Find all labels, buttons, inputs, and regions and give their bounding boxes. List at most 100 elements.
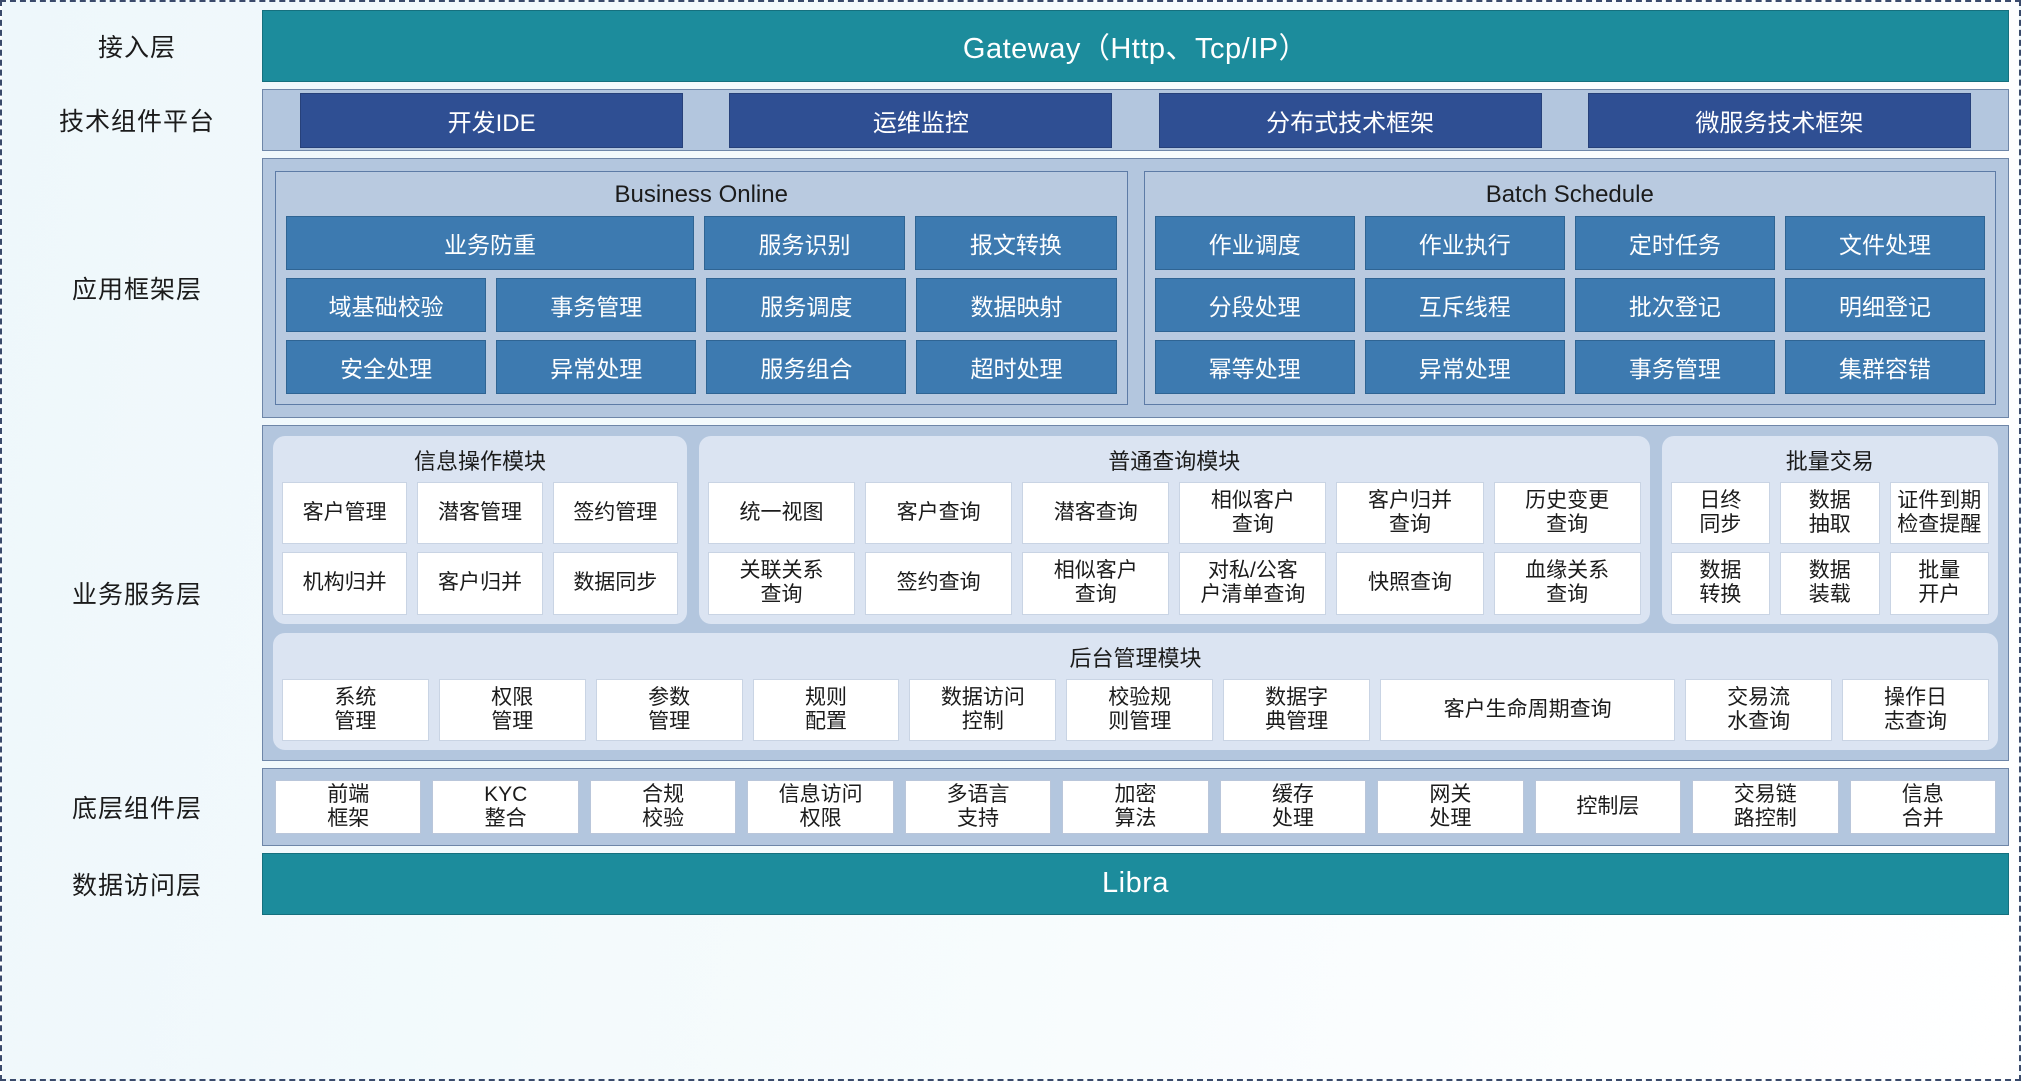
- bo-cell-domain-validation[interactable]: 域基础校验: [286, 278, 487, 332]
- admin-cell-operation-log-query[interactable]: 操作日 志查询: [1842, 678, 1989, 741]
- bs-cell-mutex-thread[interactable]: 互斥线程: [1364, 278, 1565, 332]
- base-cell-kyc-integration[interactable]: KYC 整合: [432, 779, 579, 834]
- info-row-2: 机构归并 客户归并 数据同步: [282, 552, 678, 615]
- base-cell-compliance-check[interactable]: 合规 校验: [589, 779, 737, 834]
- bs-row-1: 作业调度 作业执行 定时任务 文件处理: [1154, 216, 1985, 270]
- admin-cell-permission-mgmt[interactable]: 权限 管理: [438, 678, 586, 741]
- base-cell-encryption-algorithm[interactable]: 加密 算法: [1062, 779, 1209, 834]
- tech-chip-ops-monitor[interactable]: 运维监控: [729, 92, 1113, 148]
- bo-row-3: 安全处理 异常处理 服务组合 超时处理: [286, 340, 1117, 394]
- info-cell-data-sync[interactable]: 数据同步: [552, 552, 678, 615]
- query-cell-customer-query[interactable]: 客户查询: [865, 482, 1013, 545]
- module-info-operations: 信息操作模块 客户管理 潜客管理 签约管理 机构归并 客户归并: [273, 436, 687, 624]
- admin-cell-system-mgmt[interactable]: 系统 管理: [282, 678, 429, 741]
- batch-row-1: 日终 同步 数据 抽取 证件到期 检查提醒: [1670, 482, 1989, 545]
- bo-cell-message-transform[interactable]: 报文转换: [915, 216, 1117, 270]
- batch-cell-data-extract[interactable]: 数据 抽取: [1780, 482, 1880, 545]
- base-cell-info-access-permission[interactable]: 信息访问 权限: [747, 779, 894, 834]
- layer-app-framework: 应用框架层 Business Online 业务防重 服务识别 报文转换 域: [12, 158, 2009, 418]
- admin-cell-parameter-mgmt[interactable]: 参数 管理: [595, 678, 743, 741]
- query-row-1: 统一视图 客户查询 潜客查询 相似客户 查询 客户归并 查询 历史变更 查询: [708, 482, 1641, 545]
- info-cell-customer-merge[interactable]: 客户归并: [417, 552, 543, 615]
- query-cell-customer-merge-query[interactable]: 客户归并 查询: [1336, 482, 1484, 545]
- bo-cell-timeout[interactable]: 超时处理: [916, 340, 1117, 394]
- query-cell-similar-customer-query[interactable]: 相似客户 查询: [1179, 482, 1327, 545]
- bo-cell-transaction-mgmt[interactable]: 事务管理: [496, 278, 697, 332]
- batch-cell-data-load[interactable]: 数据 装载: [1780, 552, 1880, 615]
- bo-cell-dedup[interactable]: 业务防重: [286, 216, 694, 270]
- module-backend-admin: 后台管理模块 系统 管理 权限 管理 参数 管理 规则 配置 数据访问 控制 校…: [273, 632, 1998, 750]
- bs-cell-timed-task[interactable]: 定时任务: [1574, 216, 1775, 270]
- tech-chip-distributed-framework[interactable]: 分布式技术框架: [1158, 92, 1542, 148]
- bo-cell-service-composition[interactable]: 服务组合: [706, 340, 907, 394]
- business-service-band: 信息操作模块 客户管理 潜客管理 签约管理 机构归并 客户归并: [262, 425, 2009, 761]
- query-cell-snapshot-query[interactable]: 快照查询: [1336, 552, 1484, 615]
- query-cell-kinship-query[interactable]: 血缘关系 查询: [1493, 552, 1641, 615]
- base-cell-transaction-chain-control[interactable]: 交易链 路控制: [1692, 779, 1839, 834]
- layer-label-business-service: 业务服务层: [71, 580, 202, 609]
- bs-cell-segment-processing[interactable]: 分段处理: [1154, 278, 1355, 332]
- info-cell-contract-mgmt[interactable]: 签约管理: [552, 482, 678, 545]
- bs-cell-job-scheduling[interactable]: 作业调度: [1154, 216, 1355, 270]
- panel-title-batch-schedule: Batch Schedule: [1485, 181, 1654, 208]
- tech-chip-ide[interactable]: 开发IDE: [300, 92, 684, 148]
- bo-cell-service-recognition[interactable]: 服务识别: [703, 216, 906, 270]
- query-cell-history-change-query[interactable]: 历史变更 查询: [1493, 482, 1641, 545]
- bs-cell-transaction-mgmt[interactable]: 事务管理: [1574, 340, 1775, 394]
- admin-cell-rule-config[interactable]: 规则 配置: [752, 678, 900, 741]
- admin-cell-customer-lifecycle-query[interactable]: 客户生命周期查询: [1380, 678, 1676, 741]
- bs-cell-job-execution[interactable]: 作业执行: [1364, 216, 1565, 270]
- module-title-backend-admin: 后台管理模块: [1069, 645, 1202, 671]
- bs-cell-exception[interactable]: 异常处理: [1364, 340, 1565, 394]
- base-cell-cache-processing[interactable]: 缓存 处理: [1219, 779, 1367, 834]
- base-cell-frontend-framework[interactable]: 前端 框架: [275, 779, 422, 834]
- bs-row-2: 分段处理 互斥线程 批次登记 明细登记: [1154, 278, 1985, 332]
- batch-cell-certificate-expiry-reminder[interactable]: 证件到期 检查提醒: [1889, 482, 1989, 545]
- info-cell-customer-mgmt[interactable]: 客户管理: [282, 482, 408, 545]
- query-cell-unified-view[interactable]: 统一视图: [708, 482, 856, 545]
- bo-cell-security[interactable]: 安全处理: [286, 340, 487, 394]
- admin-cell-data-access-control[interactable]: 数据访问 控制: [909, 678, 1057, 741]
- admin-cell-data-dictionary-mgmt[interactable]: 数据字 典管理: [1223, 678, 1371, 741]
- base-cell-info-merge[interactable]: 信息 合并: [1849, 779, 1996, 834]
- bo-cell-data-mapping[interactable]: 数据映射: [916, 278, 1117, 332]
- bs-cell-detail-registration[interactable]: 明细登记: [1784, 278, 1985, 332]
- layer-label-app-framework: 应用框架层: [71, 276, 202, 304]
- admin-cell-validation-rule-mgmt[interactable]: 校验规 则管理: [1066, 678, 1214, 741]
- query-cell-personal-corporate-list-query[interactable]: 对私/公客 户清单查询: [1179, 552, 1327, 615]
- query-cell-similar-customer-query-2[interactable]: 相似客户 查询: [1022, 552, 1170, 615]
- query-cell-contract-query[interactable]: 签约查询: [865, 552, 1013, 615]
- batch-cell-bulk-account-open[interactable]: 批量 开户: [1889, 552, 1989, 615]
- query-cell-prospect-query[interactable]: 潜客查询: [1022, 482, 1170, 545]
- panel-title-business-online: Business Online: [614, 181, 788, 208]
- base-cell-control-layer[interactable]: 控制层: [1534, 779, 1682, 834]
- bs-cell-idempotent[interactable]: 幂等处理: [1154, 340, 1355, 394]
- bo-cell-service-scheduling[interactable]: 服务调度: [706, 278, 907, 332]
- module-title-batch-transaction: 批量交易: [1785, 449, 1874, 474]
- bo-row-1: 业务防重 服务识别 报文转换: [286, 216, 1117, 270]
- base-cell-multilanguage-support[interactable]: 多语言 支持: [904, 779, 1052, 834]
- bo-cell-exception[interactable]: 异常处理: [496, 340, 697, 394]
- gateway-banner: Gateway（Http、Tcp/IP）: [262, 10, 2009, 82]
- layer-tech-platform: 技术组件平台 开发IDE 运维监控 分布式技术框架 微服务技术框架: [12, 89, 2009, 151]
- bs-cell-batch-registration[interactable]: 批次登记: [1574, 278, 1775, 332]
- module-common-query: 普通查询模块 统一视图 客户查询 潜客查询 相似客户 查询 客户归并 查询 历史…: [699, 436, 1650, 624]
- query-cell-relationship-query[interactable]: 关联关系 查询: [708, 552, 856, 615]
- bs-cell-file-processing[interactable]: 文件处理: [1784, 216, 1985, 270]
- info-cell-org-merge[interactable]: 机构归并: [282, 552, 408, 615]
- batch-cell-eod-sync[interactable]: 日终 同步: [1670, 482, 1771, 545]
- admin-cell-transaction-flow-query[interactable]: 交易流 水查询: [1685, 678, 1833, 741]
- batch-cell-data-transform[interactable]: 数据 转换: [1670, 552, 1771, 615]
- base-cell-gateway-processing[interactable]: 网关 处理: [1377, 779, 1524, 834]
- bs-row-3: 幂等处理 异常处理 事务管理 集群容错: [1154, 340, 1985, 394]
- layer-label-access: 接入层: [97, 34, 176, 62]
- panel-batch-schedule: Batch Schedule 作业调度 作业执行 定时任务 文件处理 分段处理 …: [1143, 171, 1996, 405]
- layer-data-access: 数据访问层 Libra: [12, 852, 2009, 915]
- tech-chip-microservice-framework[interactable]: 微服务技术框架: [1587, 92, 1971, 148]
- bs-cell-cluster-fault-tolerance[interactable]: 集群容错: [1784, 340, 1985, 394]
- info-cell-prospect-mgmt[interactable]: 潜客管理: [417, 482, 543, 545]
- layer-label-base-components: 底层组件层: [71, 794, 202, 823]
- layer-access: 接入层 Gateway（Http、Tcp/IP）: [12, 10, 2009, 82]
- module-title-info-operations: 信息操作模块: [413, 449, 546, 474]
